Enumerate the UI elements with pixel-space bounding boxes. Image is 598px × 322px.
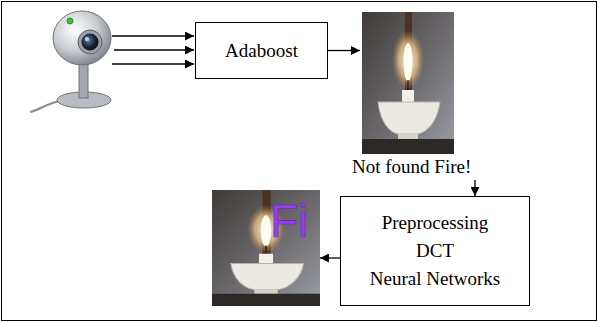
box-label: Adaboost [225,37,298,65]
fire-overlay-text: Fi [270,196,308,246]
input-frame-photo: Not found Fire! [360,12,490,180]
frame-caption: Not found Fire! [352,156,490,178]
box-label: DCT [416,237,454,265]
process-box: Adaboost [195,22,328,79]
process-box: PreprocessingDCTNeural Networks [340,196,530,306]
flow-arrow [328,50,360,51]
flow-arrow [474,180,475,196]
webcam-icon [30,11,111,112]
candle-photo [362,12,454,154]
box-label: Neural Networks [370,265,500,293]
flow-arrow [320,257,340,258]
video-stream-arrows [112,36,194,64]
detected-frame-photo: Fi [212,190,320,306]
box-label: Preprocessing [382,209,489,237]
